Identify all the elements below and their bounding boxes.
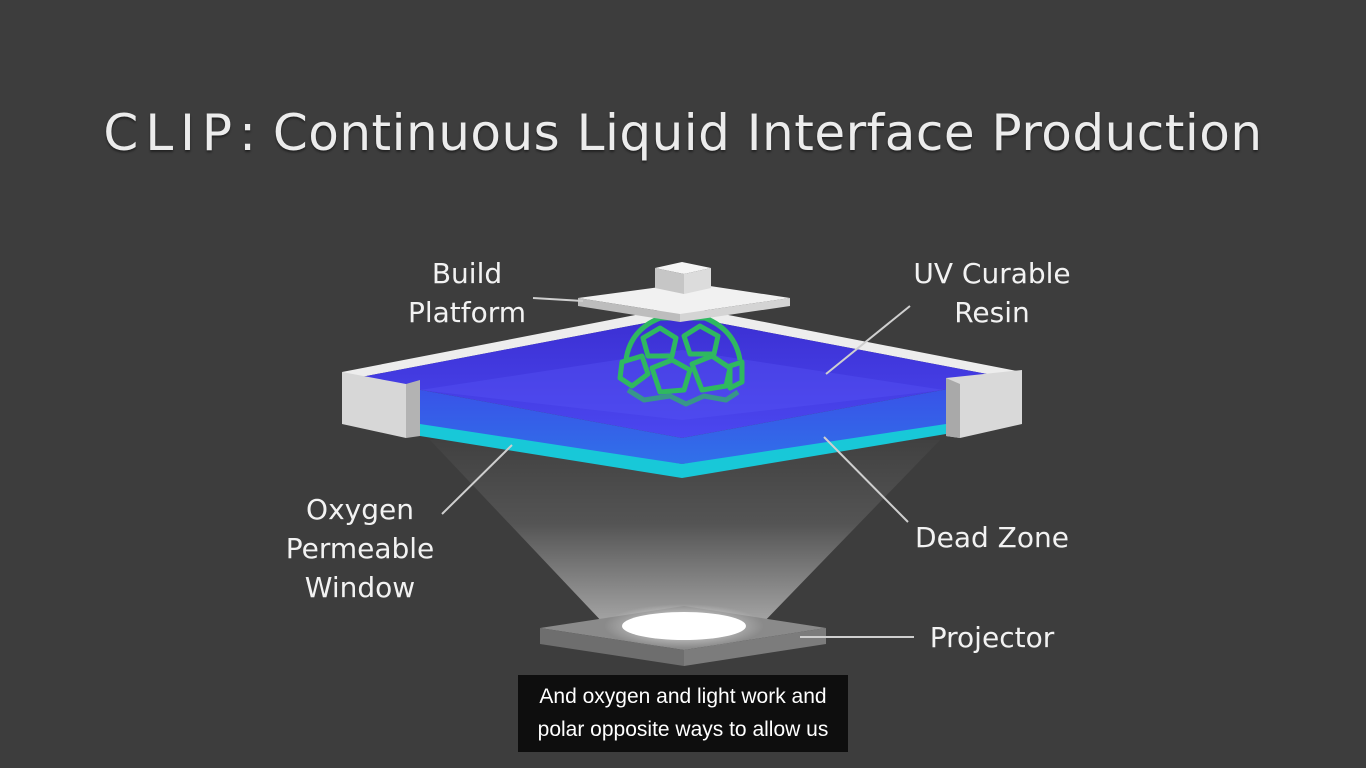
- caption-line-1: And oxygen and light work and: [539, 685, 827, 708]
- build-platform: [578, 262, 790, 322]
- label-dead-zone: Dead Zone: [915, 521, 1069, 554]
- label-build-platform: Build Platform: [407, 257, 527, 329]
- projector: [540, 604, 826, 666]
- light-beam: [430, 440, 940, 626]
- leader-uv-resin: [825, 305, 911, 375]
- label-oxygen-permeable-window: Oxygen Permeable Window: [285, 493, 435, 604]
- leader-build-platform: [532, 297, 584, 302]
- title-acronym: CLIP: [103, 104, 240, 162]
- label-uv-curable-resin: UV Curable Resin: [913, 257, 1071, 329]
- leader-lines: [441, 297, 914, 638]
- oxygen-permeable-window: [420, 424, 946, 478]
- caption-line-2: polar opposite ways to allow us: [537, 718, 829, 741]
- slide-title: CLIP: Continuous Liquid Interface Produc…: [0, 104, 1366, 162]
- title-text: : Continuous Liquid Interface Production: [239, 104, 1263, 162]
- vat-right-support: [946, 370, 1022, 438]
- leader-oxygen-window: [441, 444, 513, 515]
- label-projector: Projector: [929, 621, 1055, 654]
- vat-left-support: [342, 372, 420, 438]
- video-caption: And oxygen and light work and polar oppo…: [518, 675, 848, 752]
- leader-dead-zone: [823, 436, 909, 523]
